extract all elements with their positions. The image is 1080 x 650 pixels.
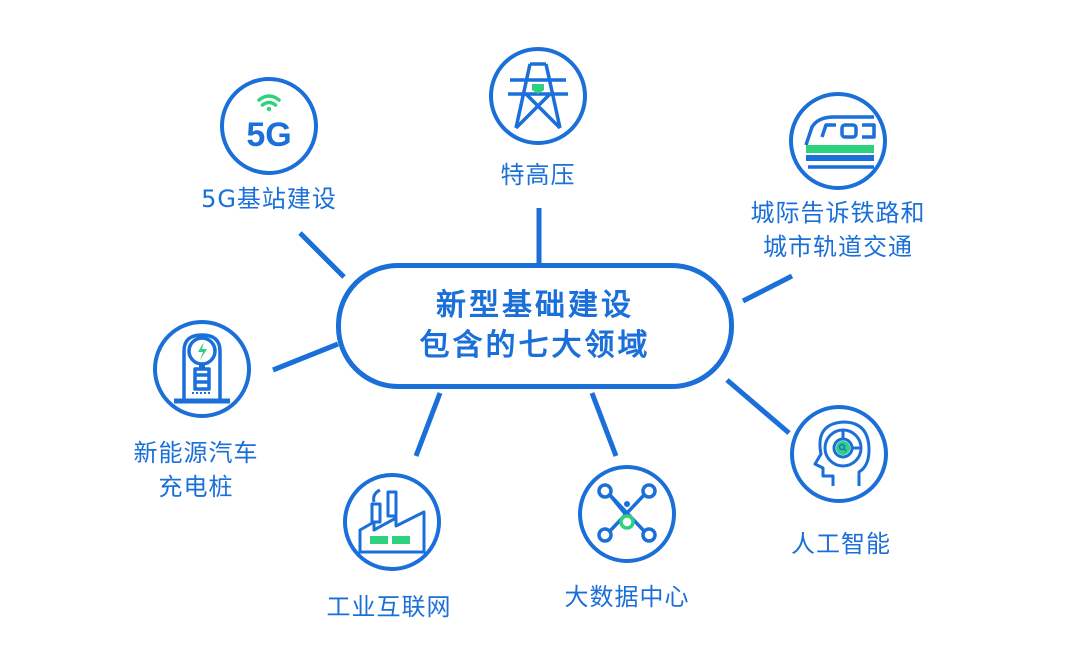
- node-label-ev: 新能源汽车 充电桩: [133, 439, 259, 501]
- factory-icon: [343, 473, 441, 571]
- connector-5g: [298, 231, 346, 279]
- connector-iiot: [413, 392, 443, 457]
- node-label-uhv: 特高压: [500, 161, 576, 189]
- node-label-ai: 人工智能: [791, 530, 891, 558]
- network-nodes-icon: [578, 465, 676, 563]
- center-title-line2: 包含的七大领域: [419, 328, 651, 363]
- node-label-rail: 城际告诉铁路和 城市轨道交通: [750, 199, 926, 261]
- center-title-line1: 新型基础建设: [436, 288, 634, 323]
- svg-text:5G: 5G: [246, 116, 291, 154]
- node-label-5g: 5G基站建设: [201, 185, 337, 213]
- ai-head-icon: [790, 405, 888, 503]
- connector-ev: [272, 341, 339, 373]
- center-topic-node: 新型基础建设 包含的七大领域: [336, 263, 734, 389]
- node-label-iiot: 工业互联网: [326, 593, 452, 621]
- connector-bigdata: [589, 392, 619, 457]
- 5g-signal-icon: 5G: [220, 77, 318, 175]
- charging-pile-icon: [153, 320, 251, 418]
- node-label-bigdata: 大数据中心: [564, 583, 690, 611]
- connector-rail: [741, 273, 794, 304]
- power-tower-icon: [489, 47, 587, 145]
- connector-ai: [725, 378, 791, 435]
- train-icon: [789, 92, 887, 190]
